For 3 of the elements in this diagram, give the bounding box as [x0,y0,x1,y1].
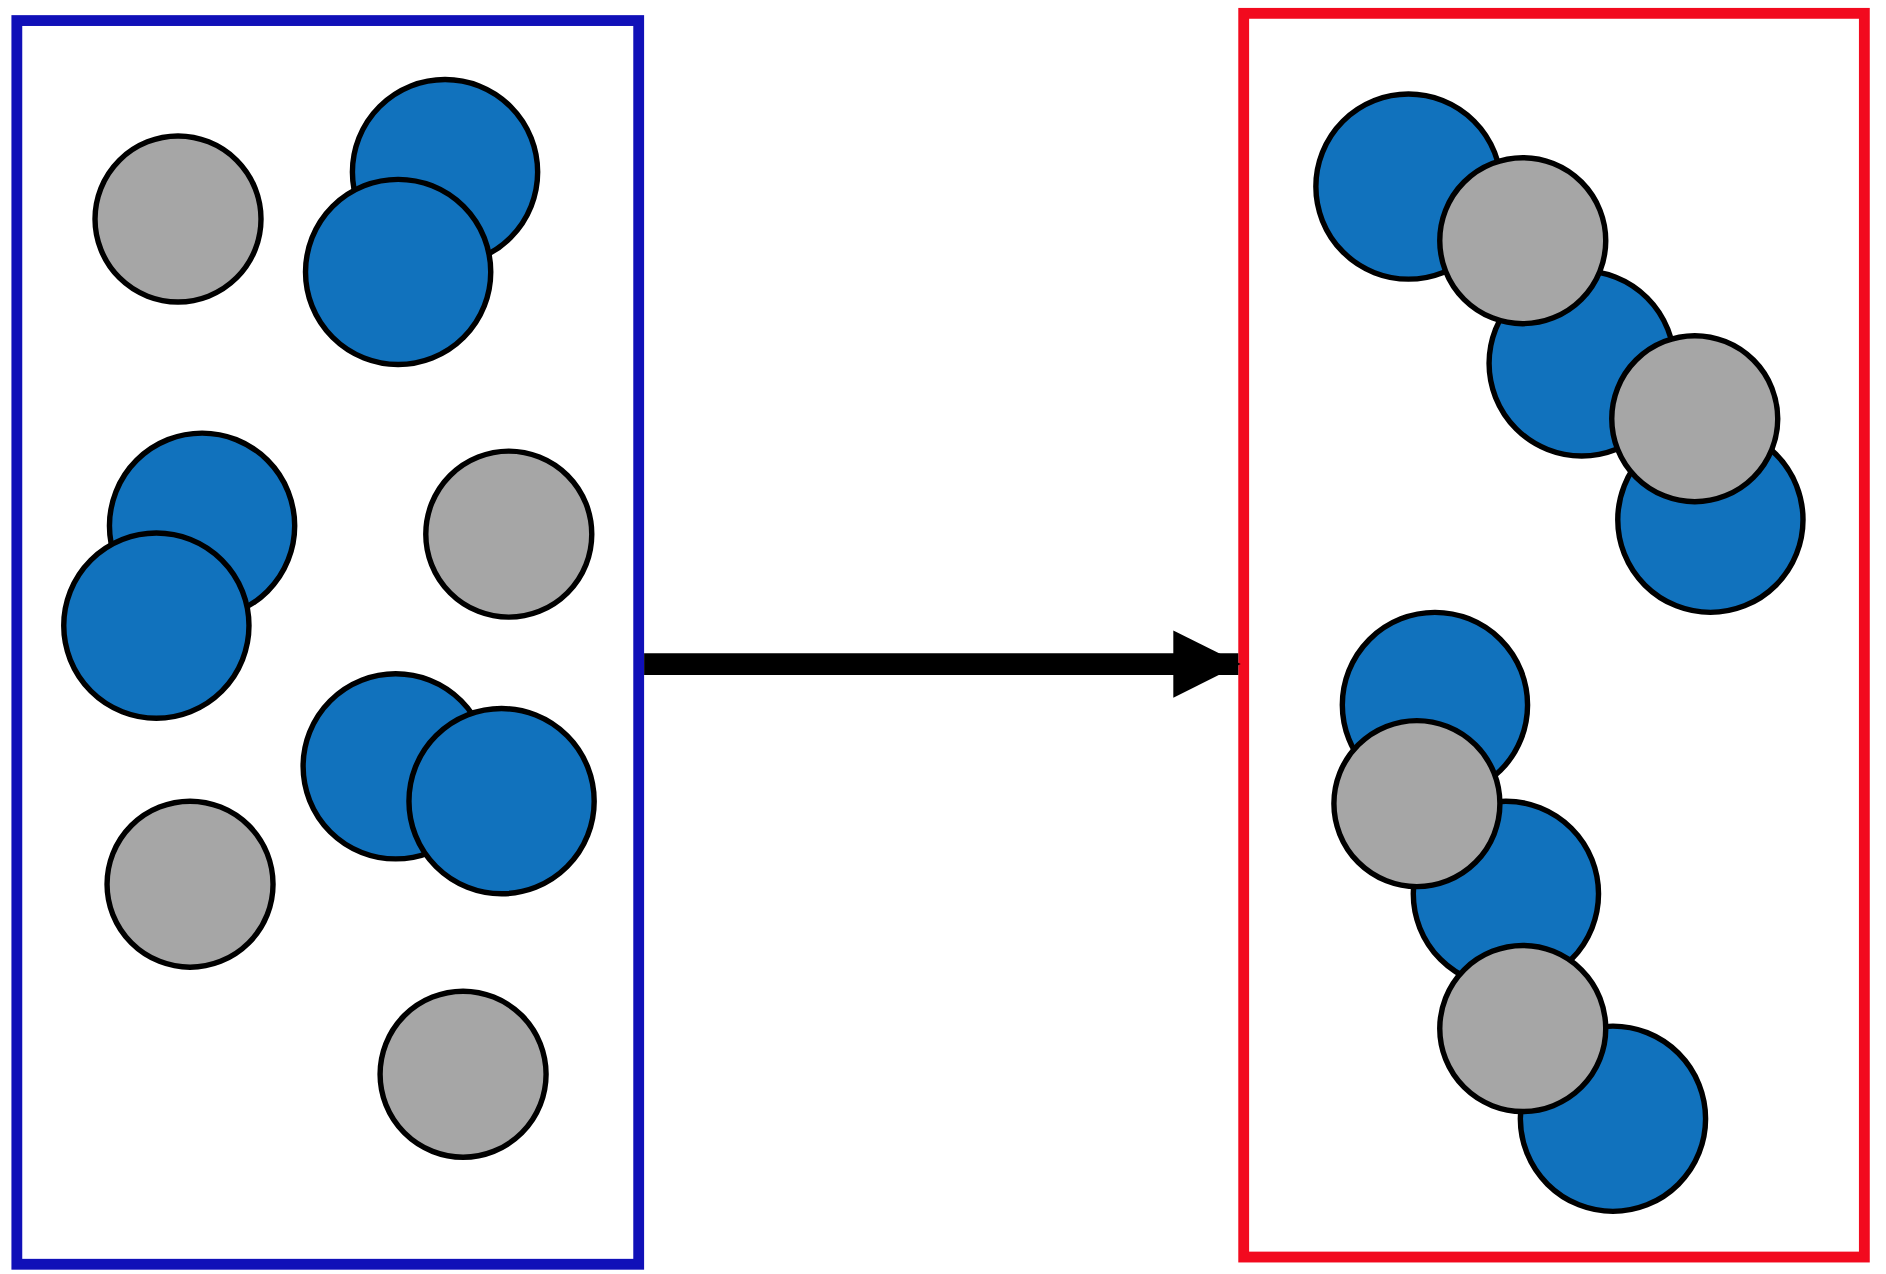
container-box [11,15,645,1270]
container-box [1238,7,1870,1263]
arrow [644,630,1241,698]
